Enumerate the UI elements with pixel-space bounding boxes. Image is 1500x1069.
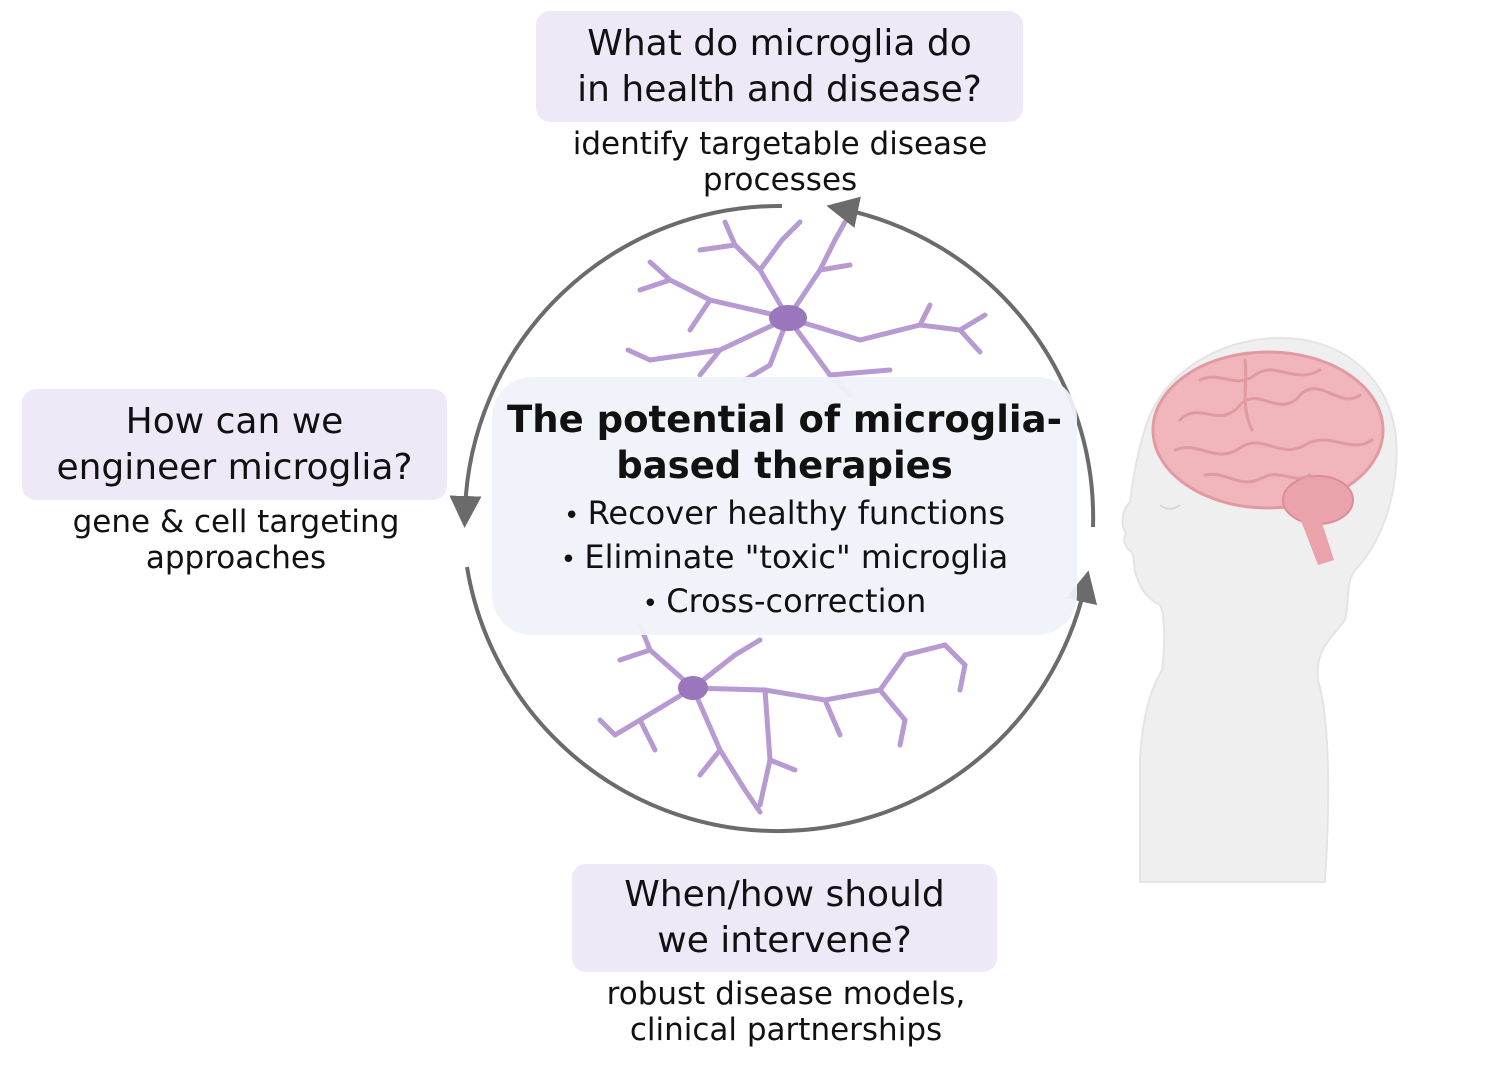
center-item-recover: Recover healthy functions bbox=[492, 493, 1077, 537]
arrow-right-to-top bbox=[826, 196, 1096, 528]
subtext-left-line1: gene & cell targeting bbox=[72, 504, 400, 540]
subtext-bottom-line1: robust disease models, bbox=[606, 976, 966, 1012]
brain-stem bbox=[1295, 498, 1334, 565]
question-left-line1: How can we bbox=[125, 400, 344, 442]
center-panel: The potential of microglia-based therapi… bbox=[492, 377, 1077, 635]
question-box-bottom: When/how should we intervene? bbox=[572, 864, 997, 972]
question-bottom-line2: we intervene? bbox=[657, 920, 912, 961]
subtext-bottom: robust disease models, clinical partners… bbox=[560, 976, 1012, 1048]
subtext-left-line2: approaches bbox=[145, 540, 327, 576]
question-left-line2: engineer microglia? bbox=[56, 446, 413, 488]
question-box-left: How can we engineer microglia? bbox=[22, 389, 447, 500]
cycle-arrow-icon bbox=[449, 196, 1098, 834]
brain-cerebrum bbox=[1151, 350, 1385, 510]
brain-folds bbox=[1173, 358, 1374, 484]
subtext-top-line2: processes bbox=[702, 162, 858, 198]
question-bottom-line1: When/how should bbox=[624, 874, 945, 915]
question-top-line1: What do microglia do bbox=[587, 22, 972, 64]
microglia-bottom bbox=[597, 622, 968, 815]
question-box-top: What do microglia do in health and disea… bbox=[536, 11, 1023, 122]
microglia-top bbox=[625, 219, 988, 398]
subtext-bottom-line2: clinical partnerships bbox=[629, 1012, 943, 1048]
subtext-left: gene & cell targeting approaches bbox=[20, 504, 452, 576]
child-head-brain-icon bbox=[1121, 336, 1398, 883]
arrow-top-to-left bbox=[449, 203, 783, 528]
center-item-eliminate: Eliminate "toxic" microglia bbox=[492, 537, 1077, 581]
center-benefits-list: Recover healthy functions Eliminate "tox… bbox=[492, 493, 1077, 625]
subtext-top: identify targetable disease processes bbox=[540, 126, 1020, 198]
microglia-cell-icon bbox=[597, 219, 988, 815]
arrow-left-to-bottom-to-right bbox=[465, 566, 1098, 834]
center-item-cross-correction: Cross-correction bbox=[492, 581, 1077, 625]
subtext-top-line1: identify targetable disease bbox=[572, 126, 988, 162]
eye-icon bbox=[1159, 504, 1181, 510]
center-title: The potential of microglia-based therapi… bbox=[507, 398, 1062, 487]
question-top-line2: in health and disease? bbox=[577, 68, 982, 110]
